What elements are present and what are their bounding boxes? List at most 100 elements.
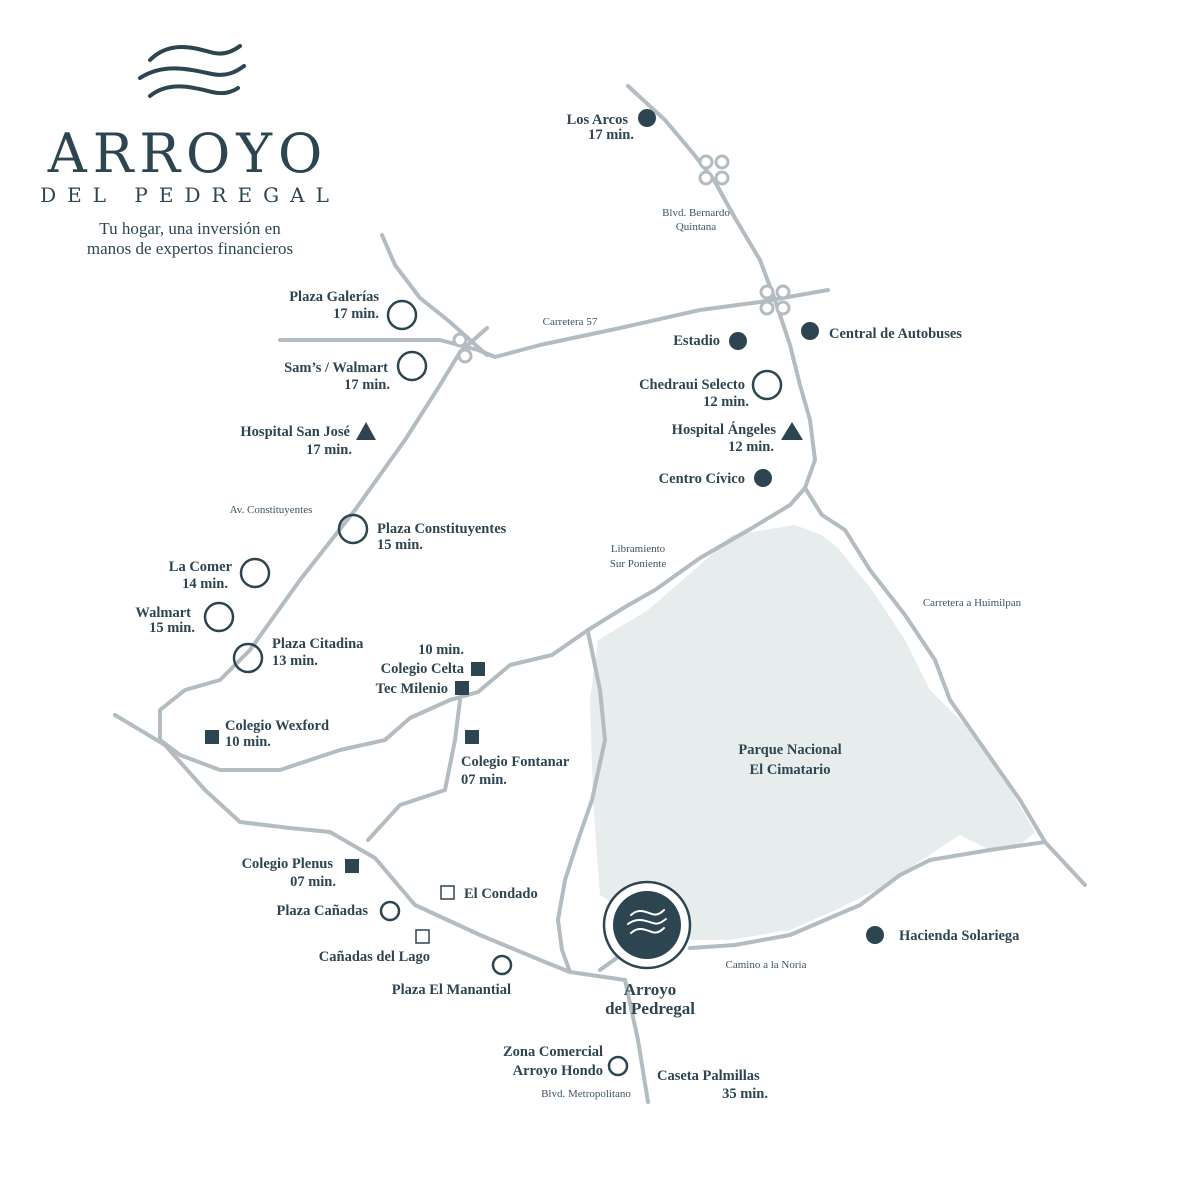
poi-time: 17 min.: [344, 377, 390, 393]
road-label-bernardo-line2: Quintana: [676, 221, 716, 233]
road-label-libramiento-line2: Sur Poniente: [610, 558, 667, 570]
poi-time: 13 min.: [272, 653, 318, 669]
park-label-line2: El Cimatario: [750, 762, 831, 778]
poi-time: 10 min.: [418, 642, 464, 658]
school-square-icon: [471, 662, 485, 676]
poi-sams-walmart: Sam’s / Walmart 17 min.: [284, 350, 428, 393]
waves-icon: [138, 44, 246, 98]
poi-time: 35 min.: [722, 1086, 768, 1102]
poi-time: 10 min.: [225, 734, 271, 750]
school-square-icon: [345, 859, 359, 873]
poi-name: El Condado: [464, 886, 538, 902]
road-blvd-metropolitano: [623, 978, 650, 1104]
poi-chedraui-selecto: Chedraui Selecto 12 min.: [639, 369, 783, 410]
road-south-west: [113, 713, 627, 982]
ring-icon: [396, 350, 428, 382]
park-label-line1: Parque Nacional: [738, 742, 841, 758]
road-network: [113, 84, 1087, 1104]
poi-name: Colegio Fontanar: [461, 754, 570, 770]
dot-icon: [866, 926, 884, 944]
poi-name: Hacienda Solariega: [899, 928, 1020, 944]
poi-central-autobuses: Central de Autobuses: [801, 322, 962, 342]
destination-disc: [613, 891, 681, 959]
destination-label-line1: Arroyo: [624, 980, 677, 999]
ring-icon: [379, 900, 401, 922]
poi-name: Estadio: [673, 333, 720, 349]
poi-name: Sam’s / Walmart: [284, 360, 388, 376]
poi-name-line1: Zona Comercial: [503, 1044, 603, 1060]
interchange-carretera57-constituyentes: [452, 332, 473, 364]
poi-zona-comercial-arroyo-hondo: Zona Comercial Arroyo Hondo: [503, 1044, 629, 1079]
interchange-bernardo-north: [698, 154, 730, 186]
dot-icon: [754, 469, 772, 487]
road-label-metropolitano: Blvd. Metropolitano: [541, 1088, 631, 1100]
hospital-triangle-icon: [781, 422, 803, 440]
poi-time: 15 min.: [149, 620, 195, 636]
ring-icon: [386, 299, 418, 331]
poi-name: Los Arcos: [567, 112, 629, 128]
poi-time: 17 min.: [588, 127, 634, 143]
brand-logo: ARROYO DEL PEDREGAL Tu hogar, una invers…: [40, 44, 329, 258]
poi-name: Colegio Plenus: [242, 856, 334, 872]
residential-square-icon: [415, 929, 430, 944]
poi-estadio: Estadio: [673, 332, 747, 350]
poi-time: 07 min.: [290, 874, 336, 890]
poi-time: 07 min.: [461, 772, 507, 788]
road-carretera-57: [278, 288, 830, 359]
poi-name: Walmart: [135, 605, 191, 621]
ring-icon: [337, 513, 369, 545]
residential-square-icon: [440, 885, 455, 900]
school-square-icon: [465, 730, 479, 744]
poi-time: 12 min.: [703, 394, 749, 410]
poi-time: 17 min.: [306, 442, 352, 458]
poi-time: 14 min.: [182, 576, 228, 592]
poi-colegio-plenus: Colegio Plenus 07 min.: [242, 856, 359, 890]
poi-plaza-galerias: Plaza Galerías 17 min.: [289, 289, 418, 331]
road-camino-noria: [688, 840, 1047, 950]
road-label-carretera-57: Carretera 57: [543, 316, 598, 328]
poi-name: Plaza El Manantial: [392, 982, 511, 998]
ring-icon: [607, 1055, 629, 1077]
destination-arroyo-del-pedregal: Arroyo del Pedregal: [602, 880, 695, 1018]
destination-label-line2: del Pedregal: [605, 999, 695, 1018]
poi-time: 12 min.: [728, 439, 774, 455]
poi-hacienda-solariega: Hacienda Solariega: [866, 926, 1020, 944]
poi-name: Plaza Constituyentes: [377, 521, 507, 537]
road-label-constituyentes: Av. Constituyentes: [230, 504, 313, 516]
dot-icon: [729, 332, 747, 350]
dot-icon: [638, 109, 656, 127]
ring-icon: [491, 954, 513, 976]
poi-plaza-canadas: Plaza Cañadas: [277, 900, 401, 922]
park-el-cimatario: [590, 525, 1035, 940]
waves-icon: [627, 909, 667, 934]
poi-colegio-fontanar: Colegio Fontanar 07 min.: [461, 730, 570, 788]
poi-centro-civico: Centro Cívico: [659, 469, 772, 487]
road-north-west-branch: [380, 233, 489, 357]
road-bernardo-quintana: [158, 84, 817, 772]
road-label-libramiento-line1: Libramiento: [611, 543, 666, 555]
poi-name: Colegio Wexford: [225, 718, 329, 734]
ring-icon: [203, 601, 235, 633]
interchange-carretera57-bernardo: [759, 284, 791, 316]
poi-name: Hospital Ángeles: [672, 421, 777, 438]
poi-name-line2: Arroyo Hondo: [513, 1063, 603, 1079]
poi-name: Colegio Celta: [381, 661, 465, 677]
poi-name: Tec Milenio: [376, 681, 448, 697]
road-av-constituyentes: [158, 326, 489, 742]
dot-icon: [801, 322, 819, 340]
road-carretera-huimilpan: [803, 486, 1087, 887]
poi-name: Central de Autobuses: [829, 326, 962, 342]
poi-tec-milenio: Tec Milenio: [376, 681, 469, 697]
poi-los-arcos: Los Arcos 17 min.: [567, 109, 656, 143]
road-libramiento-south: [556, 630, 607, 974]
poi-name: Caseta Palmillas: [657, 1068, 760, 1084]
poi-plaza-constituyentes: Plaza Constituyentes 15 min.: [337, 513, 507, 553]
poi-name: Plaza Citadina: [272, 636, 364, 652]
road-label-bernardo-line1: Blvd. Bernardo: [662, 207, 730, 219]
poi-name: Centro Cívico: [659, 471, 745, 487]
ring-icon: [751, 369, 783, 401]
road-label-noria: Camino a la Noria: [726, 959, 807, 971]
poi-la-comer: La Comer 14 min.: [169, 557, 271, 592]
poi-hospital-angeles: Hospital Ángeles 12 min.: [672, 421, 803, 455]
brand-tagline-line1: Tu hogar, una inversión en: [99, 219, 281, 238]
